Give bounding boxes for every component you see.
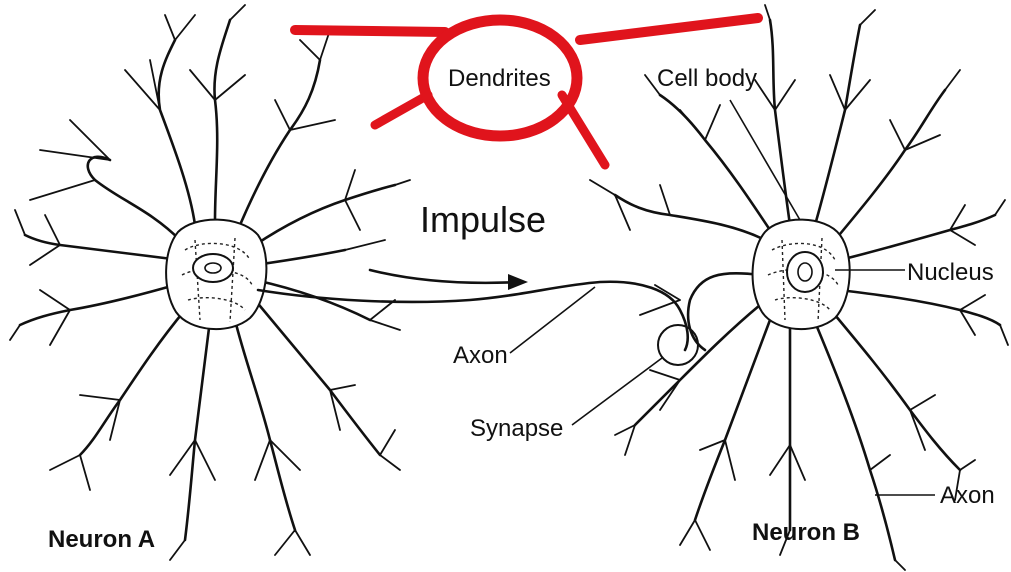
neuron-b-nucleus bbox=[787, 252, 823, 292]
label-neuron-b: Neuron B bbox=[752, 519, 860, 546]
label-cell-body: Cell body bbox=[657, 65, 757, 92]
cell-body-pointer bbox=[730, 100, 800, 220]
pointer-lines bbox=[510, 100, 935, 495]
synapse-circle bbox=[658, 325, 698, 365]
label-axon-a: Axon bbox=[453, 342, 508, 369]
axon-a-pointer bbox=[510, 287, 595, 353]
neuron-a-nucleus bbox=[193, 254, 233, 282]
red-line-left-top bbox=[295, 30, 445, 32]
neuron-a bbox=[10, 5, 410, 560]
axon-a-line bbox=[258, 282, 688, 350]
impulse-arrowhead bbox=[508, 274, 528, 290]
label-synapse: Synapse bbox=[470, 415, 563, 442]
red-line-right-top bbox=[580, 18, 758, 40]
label-neuron-a: Neuron A bbox=[48, 526, 155, 553]
impulse-arrow bbox=[370, 270, 520, 283]
red-line-left-down bbox=[375, 95, 428, 125]
label-dendrites: Dendrites bbox=[448, 65, 551, 92]
label-axon-b: Axon bbox=[940, 482, 995, 509]
label-impulse: Impulse bbox=[420, 199, 546, 240]
synapse-pointer bbox=[572, 358, 662, 425]
label-nucleus: Nucleus bbox=[907, 259, 994, 286]
